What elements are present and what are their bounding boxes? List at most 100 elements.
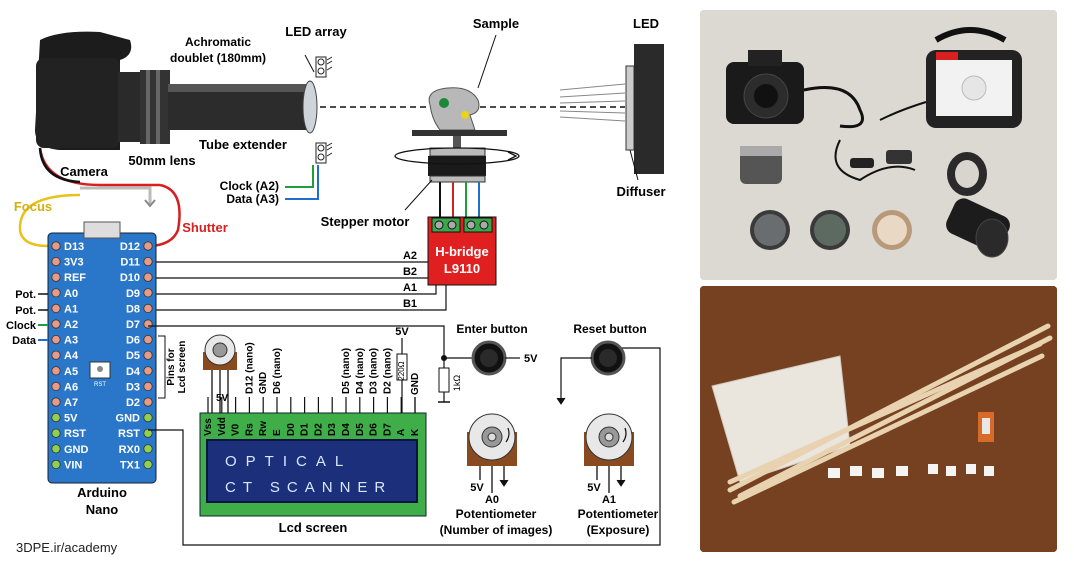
arduino-pin-label: D6 — [126, 335, 140, 347]
arduino-pin-5v — [51, 412, 61, 423]
arduino-pin-a1 — [51, 303, 61, 313]
ext-clock: Clock — [6, 320, 37, 332]
label-lcd-screen: Lcd screen — [279, 520, 348, 535]
resistor-1k — [438, 367, 450, 393]
arduino-pin-d4 — [143, 366, 153, 376]
lcd-pin-label: K — [410, 428, 421, 436]
led-array-top — [315, 56, 333, 78]
pot-a0-desc: (Number of images) — [440, 523, 553, 537]
arduino-pin-gnd — [51, 444, 61, 454]
label-diffuser: Diffuser — [616, 184, 665, 199]
ext-data: Data — [12, 335, 37, 347]
lcd-pin-label: V0 — [231, 423, 242, 436]
arduino-pin-label: RST — [118, 428, 140, 440]
pot-a1-desc: (Exposure) — [587, 523, 650, 537]
lcd-pin-label: Rw — [258, 421, 269, 436]
label-data: Data (A3) — [226, 192, 279, 206]
lcd-pin-label: Vdd — [217, 417, 228, 436]
lcd-pin-label: D3 — [327, 423, 338, 436]
lcd-pin-label: D1 — [300, 423, 311, 436]
arduino-pin-ref — [51, 272, 61, 282]
usb-port — [83, 221, 121, 239]
arduino-pin-label: VIN — [64, 459, 82, 471]
arduino-pin-d5 — [143, 350, 153, 360]
arduino-pin-a0 — [51, 288, 61, 298]
pot-a0-5v: 5V — [470, 482, 484, 494]
photo-rods — [727, 323, 1053, 505]
arduino-pin-label: D11 — [120, 257, 140, 269]
pot-a1-5v: 5V — [587, 482, 601, 494]
arduino-pin-a2 — [51, 319, 61, 329]
lcd-pin-connection: D12 (nano) — [244, 342, 255, 394]
label-led: LED — [633, 16, 659, 31]
arduino-pin-a7 — [51, 397, 61, 407]
arduino-pin-a6 — [51, 381, 61, 391]
arduino-pin-gnd — [143, 412, 153, 423]
arduino-pin-label: 5V — [64, 413, 78, 425]
signal-a1: A1 — [403, 282, 417, 294]
arduino-pin-d13 — [51, 241, 61, 251]
label-achromatic: Achromatic — [185, 35, 251, 49]
arduino-pin-label: 3V3 — [64, 257, 84, 269]
arduino-pin-label: D12 — [120, 241, 140, 253]
arduino-pin-d11 — [143, 256, 153, 267]
signal-b1: B1 — [403, 298, 417, 310]
label-shutter: Shutter — [182, 220, 228, 235]
photo-components — [700, 10, 1057, 280]
label-lens: 50mm lens — [128, 153, 195, 168]
arduino-pin-d10 — [143, 272, 153, 282]
arduino-pin-label: REF — [64, 272, 86, 284]
label-nano: Nano — [86, 502, 119, 517]
label-sample: Sample — [473, 16, 519, 31]
label-stepper-motor: Stepper motor — [321, 214, 410, 229]
ext-pot-a1: Pot. — [15, 305, 36, 317]
lcd-gnd-label: GND — [410, 373, 421, 395]
led-array-bottom — [315, 142, 333, 164]
resistor-220-label: 220Ω — [397, 361, 406, 380]
arduino-pin-d6 — [143, 334, 153, 345]
arduino-pin-label: D5 — [126, 350, 140, 362]
lcd-pin-connection: D2 (nano) — [382, 348, 393, 394]
arduino-pin-label: A4 — [64, 350, 79, 362]
lcd-pot-5v: 5V — [216, 393, 229, 404]
lcd-5v-label: 5V — [395, 326, 409, 338]
arduino-pin-d9 — [143, 288, 153, 298]
enter-5v-label: 5V — [524, 353, 538, 365]
arduino-pin-label: A3 — [64, 335, 78, 347]
light-rays — [559, 83, 626, 122]
lcd-pin-label: Rs — [244, 423, 255, 436]
label-pins-lcd-2: Lcd screen — [177, 341, 188, 394]
resistor-1k-label: 1kΩ — [452, 375, 462, 392]
arduino-pin-d8 — [143, 303, 153, 313]
lcd-pin-label: D2 — [313, 423, 324, 436]
lcd-pin-connection: D4 (nano) — [355, 348, 366, 394]
lcd-pin-connection: GND — [258, 372, 269, 394]
arduino-pin-d12 — [143, 241, 153, 251]
arduino-pin-label: A1 — [64, 303, 78, 315]
rst-wire — [148, 347, 661, 546]
arduino-pin-d2 — [143, 397, 153, 407]
resistor-220 — [396, 353, 408, 381]
lcd-pin-label: E — [272, 429, 283, 436]
photo-connectors — [828, 464, 994, 478]
watermark: 3DPE.ir/academy — [16, 540, 118, 555]
arduino-pin-3v3 — [51, 256, 61, 267]
arduino-pin-label: TX1 — [120, 459, 140, 471]
label-doublet: doublet (180mm) — [170, 51, 266, 65]
arduino-pin-label: GND — [116, 413, 141, 425]
lcd-pin-label: D4 — [341, 423, 352, 436]
potentiometer-a1[interactable] — [584, 413, 634, 493]
potentiometer-a0[interactable] — [467, 413, 517, 493]
lcd-contrast-pot[interactable] — [203, 334, 237, 413]
arduino-pin-vin — [51, 459, 61, 469]
lcd-pin-label: D0 — [286, 423, 297, 436]
camera — [35, 31, 170, 150]
lcd-pin-label: D6 — [369, 423, 380, 436]
signal-a2: A2 — [403, 250, 417, 262]
lcd-display — [206, 439, 418, 503]
pot-a1-name: Potentiometer — [578, 507, 659, 521]
label-led-array: LED array — [285, 24, 347, 39]
lcd-pin-label: D7 — [382, 423, 393, 436]
